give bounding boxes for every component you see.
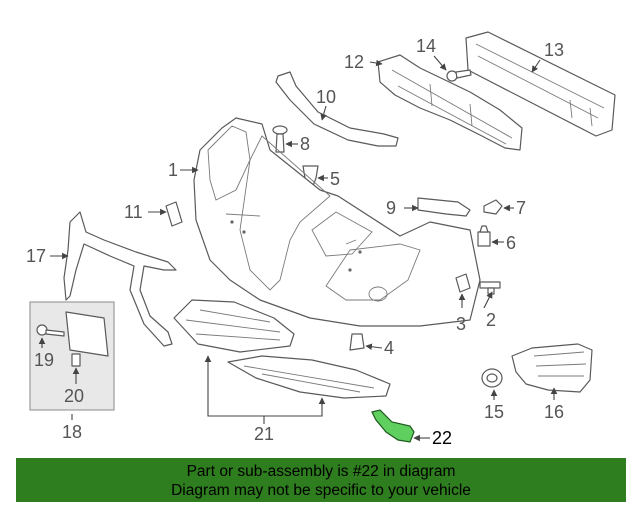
callout-21: 21: [254, 424, 274, 444]
callout-7: 7: [516, 198, 526, 218]
callout-22: 22: [432, 428, 452, 448]
part-3-clip[interactable]: [455, 273, 471, 293]
callout-4: 4: [384, 338, 394, 358]
callout-5: 5: [330, 169, 340, 189]
part-1-bumper-cover[interactable]: [193, 117, 481, 327]
callout-17: 17: [26, 246, 46, 266]
part-2-screw[interactable]: [479, 281, 501, 295]
callout-18: 18: [62, 422, 82, 442]
callout-11: 11: [124, 202, 143, 222]
part-17-grille-trim[interactable]: [63, 211, 177, 347]
part-7-clip[interactable]: [483, 199, 503, 215]
callout-16: 16: [544, 402, 564, 422]
callout-1: 1: [168, 160, 178, 180]
callout-10: 10: [316, 87, 336, 107]
callout-20: 20: [64, 386, 84, 406]
part-4-clip[interactable]: [349, 333, 365, 351]
part-6-bolt[interactable]: [477, 225, 491, 247]
part-14-bolt[interactable]: [446, 69, 472, 82]
callout-14: 14: [416, 36, 436, 56]
banner-line-1: Part or sub-assembly is #22 in diagram: [186, 463, 456, 480]
part-15-ring[interactable]: [481, 368, 503, 388]
info-banner: Part or sub-assembly is #22 in diagram D…: [16, 458, 626, 502]
callout-13: 13: [544, 40, 564, 60]
callout-2: 2: [486, 310, 496, 330]
callout-15: 15: [484, 402, 504, 422]
callout-19: 19: [34, 350, 54, 370]
leader-lines: [38, 55, 558, 442]
part-21-undercover[interactable]: [173, 299, 391, 399]
part-11-bracket[interactable]: [165, 201, 183, 227]
part-8-clip[interactable]: [272, 125, 288, 153]
part-10-molding[interactable]: [275, 71, 399, 147]
callout-12: 12: [344, 52, 364, 72]
callout-9: 9: [386, 198, 396, 218]
part-22-highlighted[interactable]: [371, 409, 415, 443]
part-18-kit[interactable]: [29, 301, 115, 411]
callout-6: 6: [506, 233, 516, 253]
callout-8: 8: [300, 134, 310, 154]
callout-labels: 1 2 3 4 5 6 7 8 9 10 11 12 13 14 15 16 1…: [26, 36, 564, 448]
part-12-absorber[interactable]: [377, 54, 523, 151]
banner-line-2: Diagram may not be specific to your vehi…: [171, 482, 471, 499]
part-16-bezel[interactable]: [511, 343, 593, 393]
part-9-bracket[interactable]: [417, 197, 471, 217]
callout-3: 3: [456, 314, 466, 334]
